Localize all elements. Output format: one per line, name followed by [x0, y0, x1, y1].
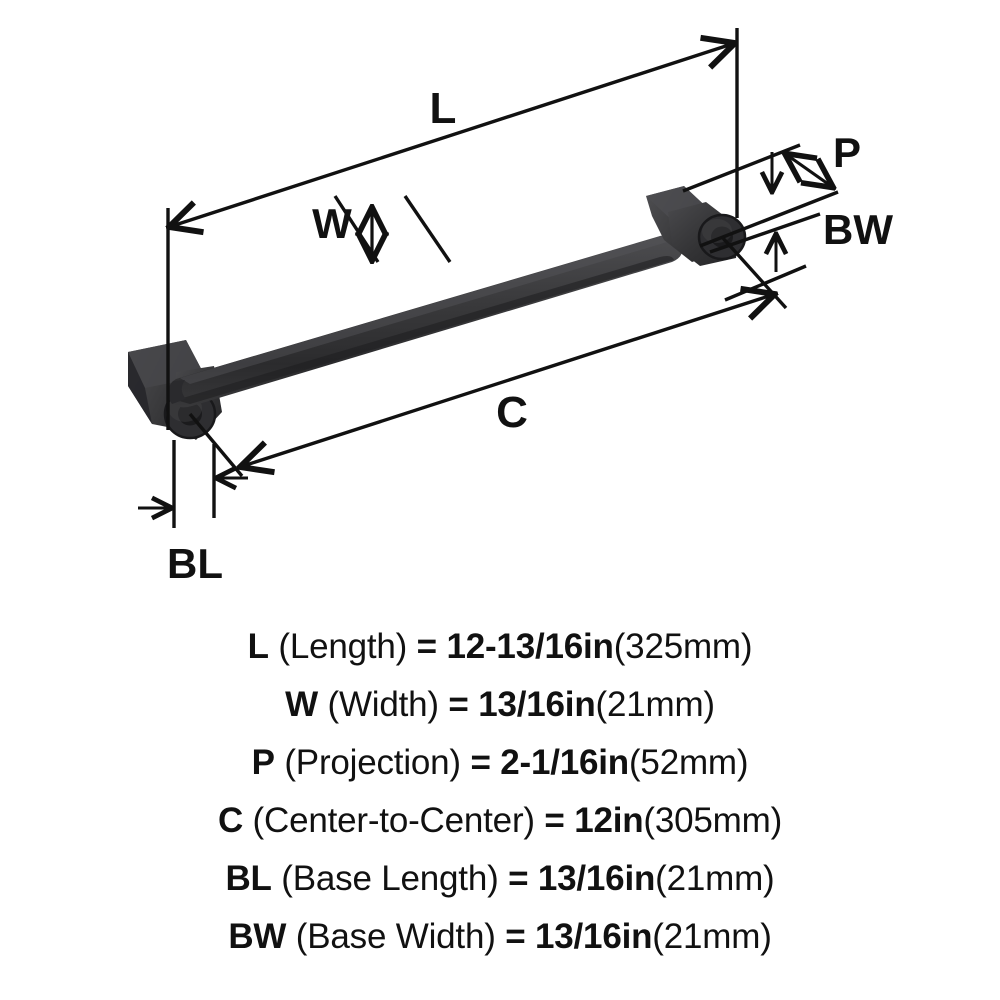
spec-equals: = — [416, 627, 437, 666]
product-technical-drawing: L W P BW C BL — [128, 28, 893, 587]
spec-value: 13/16in — [537, 859, 656, 898]
spec-name: (Center-to-Center) — [252, 801, 536, 840]
grip-bar — [167, 235, 683, 408]
l-dimension-arrow — [172, 44, 732, 226]
spec-row-base-length: BL (Base Length) = 13/16in(21mm) — [0, 850, 1000, 908]
spec-symbol: L — [247, 627, 269, 666]
p-dimension-arrow — [787, 155, 831, 186]
spec-value: 13/16in — [535, 917, 653, 956]
spec-name: (Length) — [278, 627, 408, 666]
spec-metric: (305mm) — [643, 801, 783, 840]
specification-list: L (Length) = 12-13/16in(325mm) W (Width)… — [0, 618, 1000, 966]
spec-metric: (325mm) — [613, 627, 753, 666]
spec-row-center-to-center: C (Center-to-Center) = 12in(305mm) — [0, 792, 1000, 850]
c-dimension-arrow — [243, 295, 772, 466]
callout-label-W: W — [312, 200, 352, 247]
dimension-callout-labels: L W P BW C BL — [167, 84, 893, 587]
spec-symbol: BW — [228, 917, 287, 956]
spec-metric: (21mm) — [655, 859, 775, 898]
spec-metric: (52mm) — [628, 743, 749, 782]
w-leader-right — [403, 195, 452, 263]
callout-label-BW: BW — [823, 206, 893, 253]
spec-equals: = — [544, 801, 565, 840]
spec-equals: = — [508, 859, 529, 898]
grip-bar-left-cap — [167, 380, 186, 404]
spec-value: 12-13/16in — [446, 627, 614, 666]
spec-symbol: BL — [225, 859, 272, 898]
spec-row-projection: P (Projection) = 2-1/16in(52mm) — [0, 734, 1000, 792]
spec-equals: = — [470, 743, 491, 782]
spec-name: (Base Length) — [281, 859, 499, 898]
spec-value: 12in — [574, 801, 644, 840]
spec-metric: (21mm) — [595, 685, 716, 724]
spec-metric: (21mm) — [652, 917, 772, 956]
spec-equals: = — [448, 685, 469, 724]
callout-label-BL: BL — [167, 540, 223, 587]
grip-bar-shadow — [176, 256, 674, 404]
spec-row-length: L (Length) = 12-13/16in(325mm) — [0, 618, 1000, 676]
left-plate-side — [128, 352, 152, 424]
spec-row-width: W (Width) = 13/16in(21mm) — [0, 676, 1000, 734]
spec-value: 2-1/16in — [500, 743, 629, 782]
spec-equals: = — [505, 917, 526, 956]
spec-value: 13/16in — [478, 685, 596, 724]
spec-row-base-width: BW (Base Width) = 13/16in(21mm) — [0, 908, 1000, 966]
callout-label-C: C — [496, 388, 528, 437]
dimension-lines — [138, 28, 839, 528]
spec-name: (Base Width) — [295, 917, 496, 956]
spec-name: (Width) — [327, 685, 440, 724]
spec-name: (Projection) — [284, 743, 461, 782]
c-leader-left — [188, 412, 244, 478]
spec-symbol: W — [285, 685, 318, 724]
callout-label-L: L — [430, 84, 457, 133]
p-extension-upper — [682, 143, 801, 193]
spec-symbol: P — [251, 743, 275, 782]
callout-label-P: P — [833, 129, 861, 176]
grip-bar-highlight — [180, 235, 674, 384]
spec-symbol: C — [217, 801, 244, 840]
